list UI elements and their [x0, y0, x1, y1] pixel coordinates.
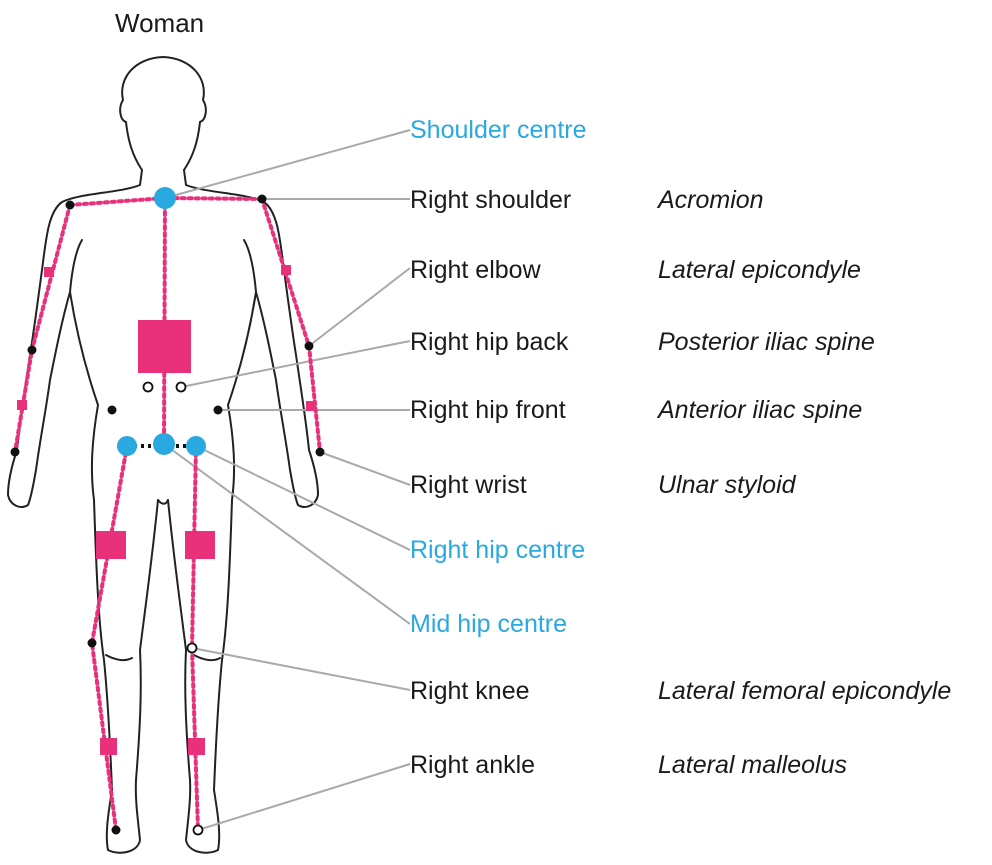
landmark-acromion: Acromion: [658, 185, 764, 215]
landmark-lateral-femoral-epicondyle: Lateral femoral epicondyle: [658, 676, 951, 706]
right-hip-front-dot: [214, 406, 223, 415]
left-hip-back-circle: [144, 383, 153, 392]
left-thigh-mass-marker: [96, 531, 126, 559]
leader-right-elbow: [309, 268, 410, 346]
left-shank-mass-marker: [100, 738, 117, 755]
segment-mass-markers: [17, 265, 316, 755]
right-ankle-circle: [194, 826, 203, 835]
figure-title: Woman: [115, 8, 204, 39]
left-ankle-dot: [112, 826, 121, 835]
right-hip-centre-dot: [186, 436, 206, 456]
right-thigh-mass-marker: [185, 531, 215, 559]
leader-shoulder-centre: [165, 130, 410, 198]
landmark-lateral-malleolus: Lateral malleolus: [658, 750, 847, 780]
left-hip-centre-dot: [117, 436, 137, 456]
right-upper-arm-mass-marker: [281, 265, 291, 275]
landmark-ulnar-styloid: Ulnar styloid: [658, 470, 796, 500]
trunk-mass-marker: [138, 320, 191, 373]
leader-lines: [164, 130, 410, 830]
left-forearm-mass-marker: [17, 400, 27, 410]
landmark-anterior-iliac-spine: Anterior iliac spine: [658, 395, 862, 425]
right-shoulder-dot: [258, 195, 267, 204]
shoulder-centre-dot: [154, 187, 176, 209]
segment-lines: [15, 198, 320, 830]
leader-right-wrist: [320, 452, 410, 485]
label-right-hip-front: Right hip front: [410, 395, 566, 425]
label-right-knee: Right knee: [410, 676, 530, 706]
right-forearm-mass-marker: [306, 401, 316, 411]
label-shoulder-centre: Shoulder centre: [410, 115, 587, 145]
label-right-hip-back: Right hip back: [410, 327, 568, 357]
left-elbow-dot: [28, 346, 37, 355]
label-right-hip-centre: Right hip centre: [410, 535, 585, 565]
label-right-elbow: Right elbow: [410, 255, 541, 285]
segment-right-leg: [192, 446, 198, 830]
right-hip-back-circle: [177, 383, 186, 392]
left-upper-arm-mass-marker: [44, 267, 54, 277]
left-wrist-dot: [11, 448, 20, 457]
leader-right-hip-centre: [196, 446, 410, 550]
left-shoulder-dot: [66, 201, 75, 210]
left-hip-front-dot: [108, 406, 117, 415]
leader-right-knee: [192, 648, 410, 690]
right-shank-mass-marker: [188, 738, 205, 755]
right-wrist-dot: [316, 448, 325, 457]
landmark-posterior-iliac-spine: Posterior iliac spine: [658, 327, 875, 357]
landmark-lateral-epicondyle: Lateral epicondyle: [658, 255, 861, 285]
left-knee-dot: [88, 639, 97, 648]
leader-right-ankle: [198, 764, 410, 830]
right-knee-circle: [188, 644, 197, 653]
landmark-dots: [11, 195, 325, 835]
right-elbow-dot: [305, 342, 314, 351]
label-mid-hip-centre: Mid hip centre: [410, 609, 567, 639]
label-right-shoulder: Right shoulder: [410, 185, 571, 215]
segment-left-leg: [92, 446, 127, 830]
label-right-ankle: Right ankle: [410, 750, 535, 780]
label-right-wrist: Right wrist: [410, 470, 527, 500]
mid-hip-centre-dot: [153, 433, 175, 455]
